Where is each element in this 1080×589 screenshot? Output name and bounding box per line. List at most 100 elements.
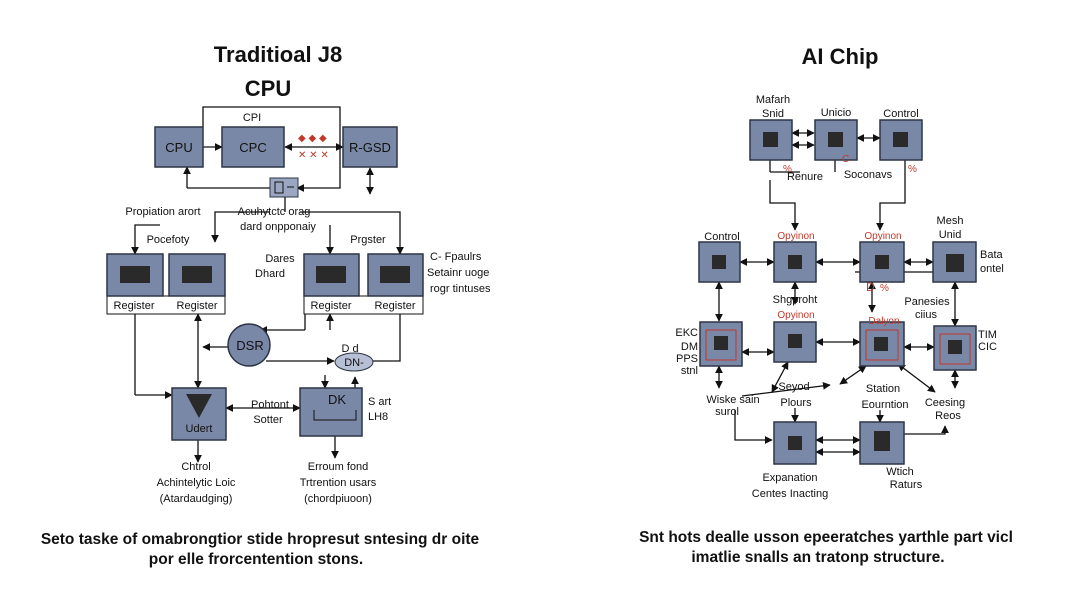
- prgster-label: Prgster: [350, 234, 386, 246]
- chip-block-shgproht: [773, 321, 817, 363]
- raturs-label: Raturs: [890, 479, 923, 491]
- register-group-right: Register Register: [303, 253, 424, 315]
- register-label-1: Register: [114, 300, 155, 312]
- ontel-label: ontel: [980, 263, 1004, 275]
- chordpiuoon-label: (chordpiuoon): [304, 493, 372, 505]
- trtrention-label: Trtrention usars: [300, 477, 377, 489]
- svg-text:%: %: [783, 164, 792, 175]
- s-art-label: S art: [368, 396, 391, 408]
- svg-text:✕ ✕ ✕: ✕ ✕ ✕: [298, 150, 329, 161]
- dn-label: DN-: [344, 357, 364, 369]
- chip-block-dalyon: [859, 321, 905, 367]
- panesies-label: Panesies: [904, 296, 950, 308]
- surol-label: surol: [715, 406, 739, 418]
- cpi-label: CPI: [243, 112, 261, 124]
- dares-label: Dares: [265, 253, 295, 265]
- achintelytic-label: Achintelytic Loic: [157, 477, 236, 489]
- dk-block: DK: [299, 387, 363, 437]
- cpu-caption-line2: por elle frorcentention stons.: [149, 551, 363, 568]
- dhard-label: Dhard: [255, 268, 285, 280]
- block-cpu-label: CPU: [165, 140, 192, 155]
- bata-label: Bata: [980, 249, 1004, 261]
- chip-block-control-left: [698, 241, 741, 283]
- ai-caption-line2: imatlie snalls an tratonp structure.: [691, 549, 944, 566]
- chip-block-expanation: [773, 421, 817, 465]
- block-r-gsd-label: R-GSD: [349, 140, 391, 155]
- dk-label: DK: [328, 392, 346, 407]
- cpu-caption-line1: Seto taske of omabrongtior stide hropres…: [41, 531, 480, 548]
- wiske-sain-label: Wiske sain: [706, 394, 759, 406]
- sotter-label: Sotter: [253, 414, 283, 426]
- dm-label: DM: [681, 341, 698, 353]
- dd-label: D d: [341, 343, 358, 355]
- pocefoty-label: Pocefoty: [147, 234, 190, 246]
- ai-chip-diagram: AI Chip: [639, 44, 1013, 566]
- atardaudging-label: (Atardaudging): [160, 493, 233, 505]
- block-cpc: CPC: [221, 126, 285, 168]
- unicio-label: Unicio: [821, 107, 852, 119]
- chip-block-mafarh: [749, 119, 793, 161]
- centes-inacting-label: Centes Inacting: [752, 488, 828, 500]
- svg-text:%: %: [880, 283, 889, 294]
- cpu-title-line2: CPU: [245, 76, 291, 101]
- cpu-bus-marks: ◆ ◆ ◆ ✕ ✕ ✕: [298, 133, 329, 161]
- tim-label: TIM: [978, 329, 997, 341]
- chip-block-tim: [933, 325, 977, 371]
- cpu-title-line1: Traditioal J8: [214, 42, 342, 67]
- erroum-label: Erroum fond: [308, 461, 369, 473]
- svg-text:C: C: [842, 154, 849, 165]
- eourntion-label: Eourntion: [861, 399, 908, 411]
- block-cpc-label: CPC: [239, 140, 266, 155]
- udert-block: Udert: [171, 387, 227, 441]
- chip-block-opyinon-1: [773, 241, 817, 283]
- chip-block-opyinon-2: [859, 241, 905, 283]
- opyinon-label-1: Opyinon: [777, 231, 814, 242]
- register-group-left: Register Register: [106, 253, 226, 315]
- chtrol-label: Chtrol: [181, 461, 210, 473]
- unid-label: Unid: [939, 229, 962, 241]
- snid-label: Snid: [762, 108, 784, 120]
- pps-label: PPS: [676, 353, 698, 365]
- register-label-4: Register: [375, 300, 416, 312]
- c-fpains-label: C- Fpaulrs: [430, 251, 482, 263]
- mafarh-label: Mafarh: [756, 94, 790, 106]
- udert-label: Udert: [186, 423, 213, 435]
- chip-block-control-top: [879, 119, 923, 161]
- d-label: D: [866, 280, 875, 294]
- control-top-label: Control: [883, 108, 918, 120]
- block-r-gsd: R-GSD: [342, 126, 398, 168]
- control-left-label: Control: [704, 231, 739, 243]
- chip-block-mesh: [932, 241, 977, 283]
- station-label: Station: [866, 383, 900, 395]
- setaind-label: Setainr uoge: [427, 267, 489, 279]
- dsr-node: DSR: [227, 323, 271, 367]
- ai-chip-title: AI Chip: [802, 44, 879, 69]
- dsr-label: DSR: [236, 338, 263, 353]
- wtich-label: Wtich: [886, 466, 914, 478]
- ekc-label: EKC: [675, 327, 698, 339]
- cic-label: CIC: [978, 341, 997, 353]
- ciius-label: ciius: [915, 309, 938, 321]
- pohtont-label: Pohtont: [251, 399, 289, 411]
- acuhytc-label-2: dard onpponaiy: [240, 221, 316, 233]
- plours-label: Plours: [780, 397, 812, 409]
- shgproht-label: Shgproht: [773, 294, 818, 306]
- register-label-2: Register: [177, 300, 218, 312]
- expanation-label: Expanation: [762, 472, 817, 484]
- memory-icon: [269, 177, 299, 198]
- chip-block-ekc: [699, 321, 743, 367]
- seyod-label: Seyod: [778, 381, 809, 393]
- opyinon-label-2: Opyinon: [864, 231, 901, 242]
- svg-text:◆ ◆ ◆: ◆ ◆ ◆: [298, 133, 327, 144]
- cpu-diagram: Traditioal J8 CPU: [41, 42, 491, 568]
- register-label-3: Register: [311, 300, 352, 312]
- soconavs-label: Soconavs: [844, 169, 893, 181]
- stnl-label: stnl: [681, 365, 698, 377]
- acuhytc-label-1: Acuhytctc orag: [238, 206, 311, 218]
- ai-caption-line1: Snt hots dealle usson epeeratches yarthl…: [639, 529, 1013, 546]
- block-cpu: CPU: [154, 126, 204, 168]
- rogr-label: rogr tintuses: [430, 283, 491, 295]
- chip-block-unicio: [814, 119, 858, 161]
- svg-text:%: %: [908, 164, 917, 175]
